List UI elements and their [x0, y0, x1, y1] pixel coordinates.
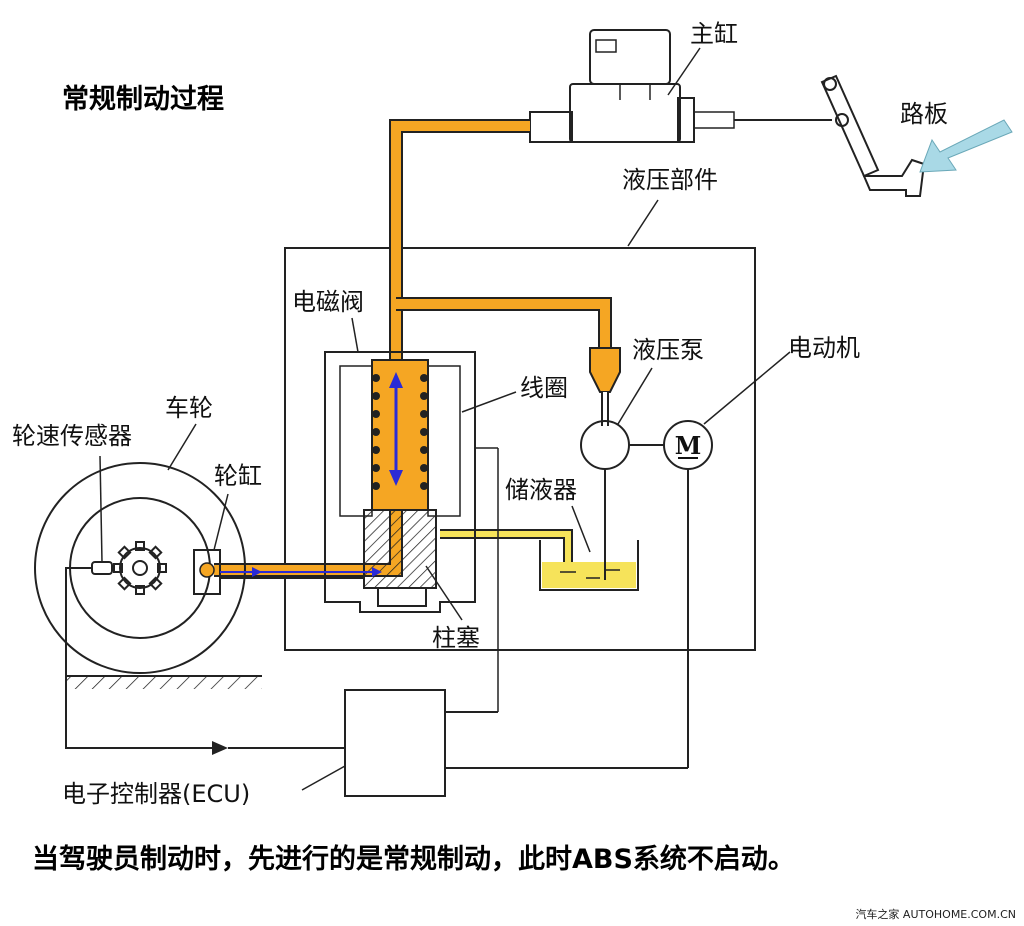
reservoir-label: 储液器	[505, 476, 577, 504]
plunger-label: 柱塞	[432, 624, 480, 652]
hydraulic-unit-box	[284, 247, 756, 651]
wheel-cylinder	[193, 549, 221, 595]
hydraulic-unit-leader	[627, 199, 659, 247]
diagram-title: 常规制动过程	[62, 84, 224, 115]
wheel-cylinder-label: 轮缸	[214, 462, 262, 490]
caption: 当驾驶员制动时，先进行的是常规制动，此时ABS系统不启动。	[32, 843, 795, 875]
coil-windings	[372, 374, 428, 490]
ecu-label: 电子控制器(ECU)	[62, 780, 250, 808]
watermark: 汽车之家 AUTOHOME.COM.CN	[855, 907, 1016, 921]
hydraulic-unit-label: 液压部件	[622, 166, 718, 194]
hydraulic-pump	[580, 347, 664, 552]
reservoir	[539, 540, 639, 591]
coil-leader	[461, 391, 517, 413]
ecu-leader	[301, 765, 346, 791]
coil-label: 线圈	[520, 374, 568, 402]
plunger-leader	[425, 565, 463, 621]
wheel-speed-sensor	[65, 561, 345, 755]
motor-label: 电动机	[788, 334, 860, 362]
wheel-cylinder-leader	[213, 493, 229, 551]
pump-label: 液压泵	[632, 336, 704, 364]
return-line	[220, 567, 382, 579]
gear-icon	[113, 541, 167, 595]
wheel-speed-sensor-label: 轮速传感器	[12, 422, 132, 450]
pedal-label: 路板	[900, 100, 948, 128]
brake-pedal	[820, 74, 926, 197]
motor-leader	[703, 351, 791, 425]
master-cylinder-label: 主缸	[690, 20, 738, 48]
reservoir-leader	[571, 505, 591, 553]
pedal-force-arrow	[919, 119, 1013, 173]
pump-leader	[617, 367, 653, 425]
solenoid-valve	[324, 351, 499, 712]
solenoid-valve-label: 电磁阀	[292, 288, 364, 316]
sensor-leader	[99, 455, 103, 563]
ground	[66, 675, 262, 689]
wheel-label: 车轮	[165, 394, 213, 422]
master-cylinder-leader	[667, 47, 701, 96]
wheel-leader	[167, 423, 197, 471]
electric-motor: M	[445, 420, 713, 769]
solenoid-leader	[351, 317, 359, 353]
fluid-lines	[214, 119, 612, 577]
ecu-box	[344, 689, 498, 797]
motor-symbol: M	[675, 431, 702, 460]
